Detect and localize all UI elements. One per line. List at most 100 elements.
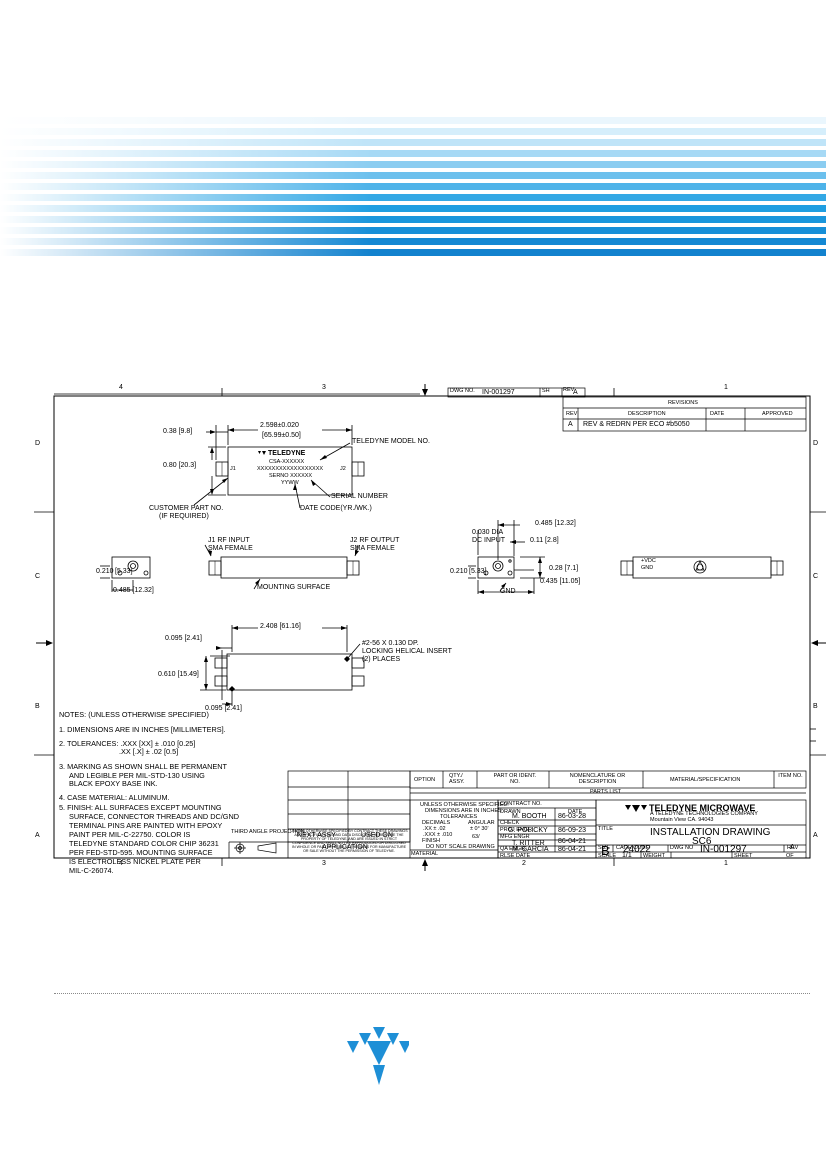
date-label: DATE (568, 809, 583, 815)
note-line: AND LEGIBLE PER MIL-STD-130 USING (69, 771, 205, 780)
j1-type-label: SMA FEMALE (208, 545, 253, 552)
weight-label: WEIGHT (643, 853, 665, 859)
check-label: CHECK (500, 820, 520, 826)
zone-right-A: A (813, 832, 818, 839)
sheet-label-header: SH (542, 388, 550, 394)
footer-divider (54, 993, 810, 994)
cage-code: 24022 (623, 844, 651, 855)
header-stripe (0, 161, 826, 168)
logo-segment (367, 1041, 391, 1065)
center-arrow-left (46, 640, 53, 646)
center-arrow-top (422, 389, 428, 396)
insert-marker-bottom (229, 686, 235, 692)
dim-0-030: 0.030 DIA (472, 529, 504, 536)
customer-pn: XXXXXXXXXXXXXXXXXX (257, 466, 324, 472)
logo-segment (373, 1027, 385, 1039)
j1-label: J1 (230, 466, 236, 472)
gnd-label-2: GND (641, 565, 654, 571)
drawn-label: DRAWN (500, 809, 521, 815)
qa-engr-name: M. GARCIA (512, 846, 549, 853)
header-stripe (0, 117, 826, 124)
drawn-name: M. BOOTH (512, 813, 547, 820)
company-address: Mountain View CA. 94043 (650, 817, 714, 823)
third-angle-projection-label: THIRD ANGLE PROJECTION (231, 829, 305, 835)
side-view-body (220, 556, 348, 579)
drawing-title-2: SC6 (692, 836, 712, 847)
logo-segment (387, 1033, 399, 1045)
qa-engr-label: QA ENGR (500, 846, 526, 852)
parts-col-qty: QTY./ ASSY. (449, 773, 465, 785)
zone-right-B: B (813, 703, 818, 710)
proj-engr-name: G. POLICKY (508, 827, 548, 834)
mfg-engr-label: MFG ENGR (500, 834, 530, 840)
dim-5-33-right: [5.33] (469, 568, 487, 575)
zone-top-1: 1 (724, 384, 728, 391)
revisions-title: REVISIONS (668, 400, 698, 406)
insert-label-1: #2-56 X 0.130 DP. (362, 640, 419, 647)
logo-segment (347, 1041, 359, 1053)
revision-rev: A (568, 421, 573, 428)
proj-engr-date: 86-09-23 (558, 827, 587, 834)
proj-engr-label: PROJ ENGR (500, 827, 533, 833)
j1-rf-input-label: J1 RF INPUT (208, 537, 250, 544)
note-line: PER FED-STD-595. MOUNTING SURFACE (69, 848, 213, 857)
end-view-left (111, 556, 151, 579)
note-line: MIL-C-26074. (69, 866, 114, 875)
rev-label-title: REV (787, 845, 799, 851)
header-stripe (0, 194, 826, 201)
dim-0-210-left: 0.210 (96, 568, 114, 575)
yyww: YYWW (281, 480, 299, 486)
note-line: NOTES: (UNLESS OTHERWISE SPECIFIED) (59, 710, 209, 719)
rlse-date-label: RLSE DATE (500, 853, 531, 859)
tol-finish-val: 63/ (472, 834, 480, 840)
dim-2-408: 2.408 [61.16] (260, 623, 301, 630)
zone-left-B: B (35, 703, 40, 710)
parts-list-title: PARTS LIST (590, 789, 621, 795)
tol-xx: .XX ± .02 (423, 826, 446, 832)
insert-label-2: LOCKING HELICAL INSERT (362, 648, 452, 655)
note-line: TERMINAL PINS ARE PAINTED WITH EPOXY (69, 821, 223, 830)
dwg-no-label: DWG NO. (450, 388, 475, 394)
top-view-logo-icon (258, 451, 266, 455)
dim-0-210-right: 0.210 (450, 568, 468, 575)
parts-col-item: ITEM NO. (778, 773, 803, 779)
logo-segment (373, 1065, 385, 1085)
dim-length-mm: [65.99±0.50] (262, 432, 301, 439)
note-line: 3. MARKING AS SHOWN SHALL BE PERMANENT (59, 762, 227, 771)
insert-label-3: (2) PLACES (362, 656, 401, 663)
j2-label: J2 (340, 466, 346, 472)
zone-bottom-3: 3 (322, 860, 326, 867)
center-arrow-right (811, 640, 818, 646)
scale-label: SCALE (598, 853, 617, 859)
proprietary-notice: UNLESS OTHERWISE SPECIFIED BY CONTRACT T… (290, 829, 408, 853)
header-stripe (0, 205, 826, 212)
zone-right-D: D (813, 440, 819, 447)
dim-0-80: 0.80 [20.3] (163, 462, 197, 469)
parts-col-material: MATERIAL/SPECIFICATION (670, 777, 741, 783)
size-label: SIZE (598, 845, 611, 851)
header-stripe (0, 128, 826, 135)
dim-0-095-bottom: 0.095 [2.41] (205, 705, 242, 712)
dwg-no-title: IN-001297 (700, 844, 747, 855)
tol-material: MATERIAL (411, 851, 439, 857)
zone-bottom-1: 1 (724, 860, 728, 867)
serno: SERNO XXXXXX (269, 473, 313, 479)
header-stripe (0, 216, 826, 223)
rev-header: A (573, 389, 578, 396)
dim-length: 2.598±0.020 (260, 422, 299, 429)
mfg-engr-date: 86-04-21 (558, 838, 587, 845)
company-subsidiary: A TELEDYNE TECHNOLOGIES COMPANY (650, 811, 758, 817)
logo-segment (399, 1041, 409, 1053)
revision-description: REV & REDRN PER ECO #b5050 (583, 421, 690, 428)
teledyne-model-no-label: TELEDYNE MODEL NO. (352, 438, 430, 445)
title-block-logo-icon (625, 805, 647, 812)
note-line: IS ELECTROLESS NICKEL PLATE PER (69, 857, 201, 866)
drawing-size: B (601, 843, 610, 858)
tol-line-2: DIMENSIONS ARE IN INCHES (425, 808, 502, 814)
gnd-label: GND (500, 588, 516, 595)
cage-code-label: CAGE CODE (616, 845, 650, 851)
tol-decimals: DECIMALS (422, 820, 451, 826)
header-stripe (0, 150, 826, 157)
dim-0-435: 0.435 [11.05] (540, 578, 581, 585)
dim-0-610: 0.610 [15.49] (158, 671, 199, 678)
